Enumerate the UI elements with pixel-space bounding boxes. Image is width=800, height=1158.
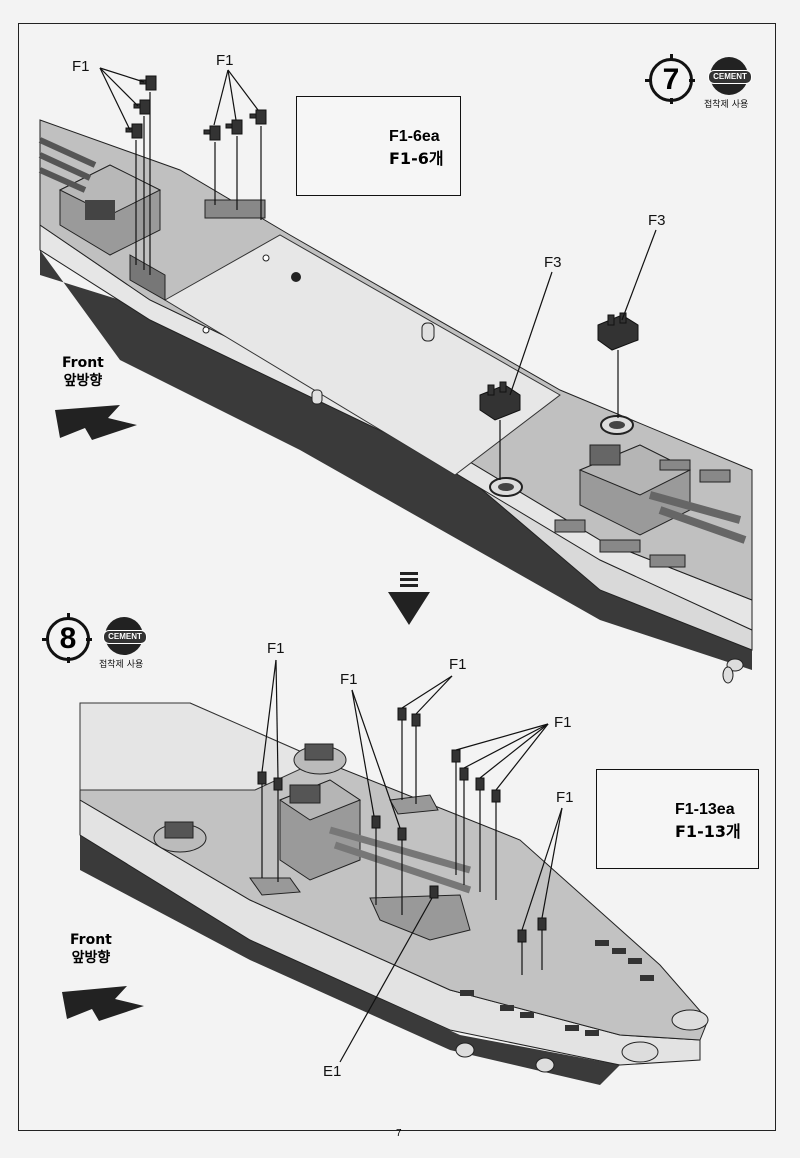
front-label-ko: 앞방향	[71, 950, 111, 966]
next-step-arrow	[388, 572, 430, 625]
step7-rear-turret	[38, 137, 162, 256]
step-number-8: 8	[42, 613, 92, 663]
label-f1: F1	[216, 52, 234, 69]
step7-leader-lines	[99, 67, 657, 480]
step7-f1-parts	[125, 75, 267, 141]
label-f1: F1	[340, 671, 358, 688]
callout-qty-en: F1-13ea	[675, 801, 735, 818]
step8-propellers	[455, 1042, 555, 1073]
step8-hull-lower	[80, 835, 620, 1085]
front-direction-label: Front 앞방향	[70, 931, 112, 967]
page-number: 7	[396, 1128, 402, 1139]
label-f1: F1	[554, 714, 572, 731]
front-direction-label: Front 앞방향	[62, 354, 104, 390]
front-label-ko: 앞방향	[63, 373, 103, 389]
callout-qty-ko: F1-13개	[675, 822, 741, 841]
label-f1: F1	[556, 789, 574, 806]
cement-label: CEMENT	[708, 70, 752, 84]
step7-hull-lower	[40, 250, 752, 670]
step7-propeller	[722, 658, 744, 684]
step8-front-arrow	[62, 986, 144, 1021]
label-f3: F3	[544, 254, 562, 271]
callout-qty-en: F1-6ea	[389, 128, 440, 145]
cement-note: 접착제 사용	[704, 100, 749, 110]
step7-part-callout: F1-6ea F1-6개	[296, 96, 461, 196]
cement-icon: CEMENT	[103, 617, 147, 655]
label-f3: F3	[648, 212, 666, 229]
front-label-en: Front	[70, 932, 112, 948]
step-number-7: 7	[645, 54, 695, 104]
cement-icon: CEMENT	[708, 57, 752, 95]
step7-mid-deck	[164, 234, 561, 476]
step7-ship	[38, 119, 753, 684]
step7-front-arrow	[55, 405, 137, 440]
step8-part-callout: F1-13ea F1-13개	[596, 769, 759, 869]
label-f1: F1	[72, 58, 90, 75]
callout-qty-ko: F1-6개	[389, 149, 444, 168]
label-e1: E1	[323, 1063, 342, 1080]
step8-turrets	[153, 743, 472, 894]
step8-leader-lines	[261, 659, 563, 1063]
step8-ship	[79, 702, 709, 1085]
front-label-en: Front	[62, 355, 104, 371]
cement-note: 접착제 사용	[99, 660, 144, 670]
label-f1: F1	[449, 656, 467, 673]
cement-label: CEMENT	[103, 630, 147, 644]
label-f1: F1	[267, 640, 285, 657]
page-border	[18, 23, 776, 1131]
